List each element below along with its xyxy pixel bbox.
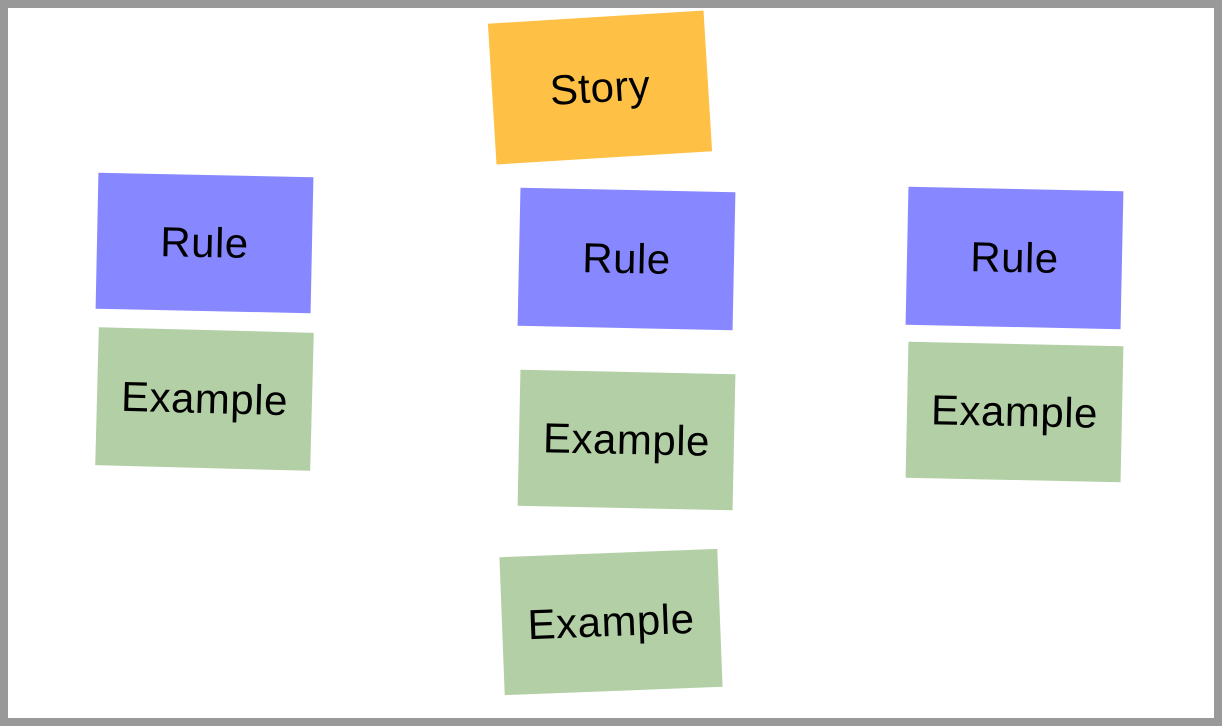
rule-card-1-label: Rule [159,218,250,267]
example-card-1-1[interactable]: Example [95,327,314,471]
example-mapping-board: Story Rule Example Rule Example Example … [8,8,1214,718]
example-card-2-2[interactable]: Example [499,548,723,696]
example-card-3-1-label: Example [930,386,1099,437]
rule-card-3[interactable]: Rule [905,186,1124,330]
story-card[interactable]: Story [487,10,713,165]
rule-card-2-label: Rule [581,234,672,283]
rule-card-3-label: Rule [969,233,1060,282]
rule-card-2[interactable]: Rule [517,187,736,331]
example-card-3-1[interactable]: Example [905,341,1124,483]
rule-card-1[interactable]: Rule [95,172,314,314]
story-card-label: Story [548,60,652,114]
example-card-2-2-label: Example [526,594,696,649]
example-card-2-1-label: Example [542,414,711,465]
example-card-2-1[interactable]: Example [517,369,736,511]
example-card-1-1-label: Example [120,372,289,425]
